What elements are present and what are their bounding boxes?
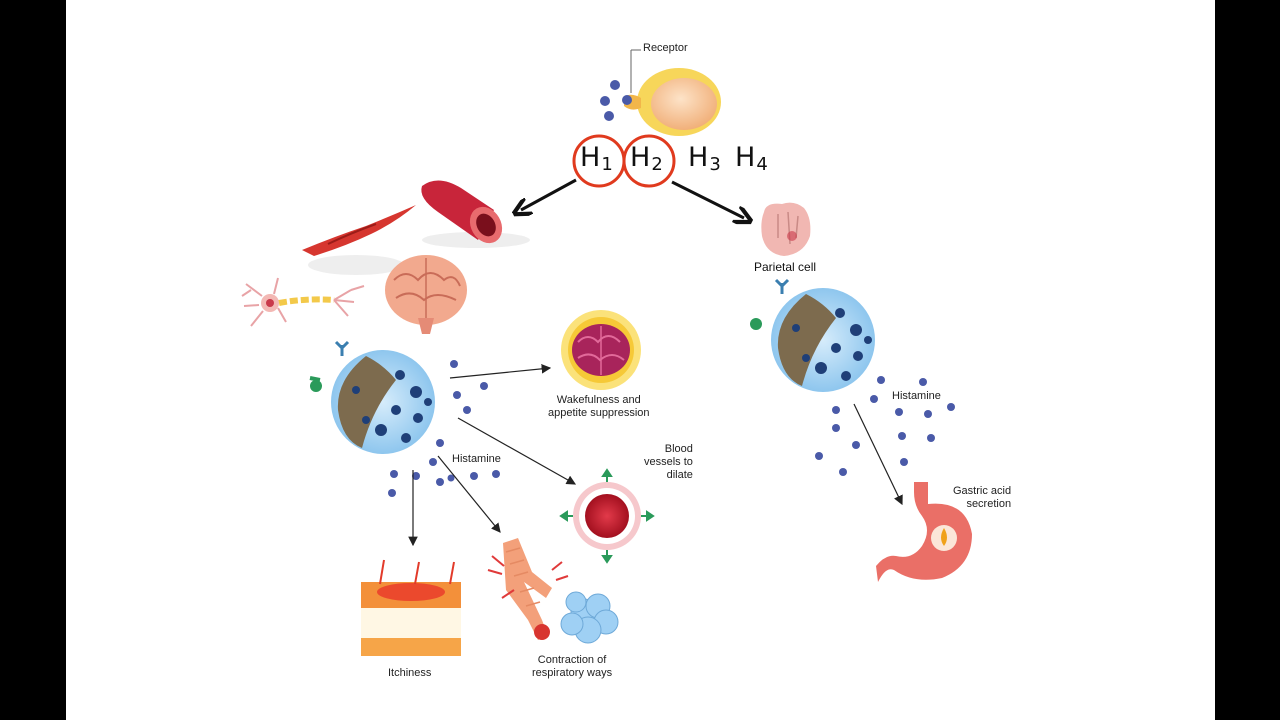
arrow-to-blood-vessels [457,417,577,485]
histamine-label-left: Histamine [452,453,501,465]
itchiness-label: Itchiness [388,667,432,679]
h3-subscript: 3 [709,154,722,175]
smooth-muscle-icon [302,205,416,275]
histamine-dots-left [388,360,500,497]
glowing-brain-icon [561,310,641,390]
mast-cell-left [309,340,435,454]
arrow-to-gastric [853,403,903,506]
parietal-cell-label: Parietal cell [754,260,817,274]
arrow-to-h2-branch [671,180,744,218]
histamine-label-right: Histamine [892,390,941,402]
neuron-icon [241,277,365,327]
arrow-to-h1-branch [521,178,577,210]
dilated-vessel-icon [559,468,655,564]
histamine-dots-right [815,376,955,476]
h2-subscript: 2 [651,154,664,175]
receptor-h1: H1 [580,142,614,175]
receptor-h4: H4 [735,142,769,175]
h2-letter: H [630,142,652,173]
arrow-to-wakefulness [449,364,552,379]
stomach-icon [876,482,972,582]
h3-letter: H [688,142,710,173]
h2-highlight-circle [622,134,676,188]
gastric-acid-label: Gastric acid secretion [953,485,1012,510]
artery-icon [421,180,530,248]
skin-itch-icon [361,559,461,656]
receptor-cell [624,49,721,136]
diagram-svg [241,49,972,656]
respiratory-icon [487,538,619,644]
blood-vessels-label: Blood vessels to dilate [644,443,693,481]
h4-letter: H [735,142,757,173]
h1-letter: H [580,142,602,173]
receptor-label: Receptor [643,42,688,54]
h4-subscript: 4 [756,154,769,175]
h1-subscript: 1 [601,154,614,175]
brain-icon [385,255,467,334]
arrow-to-respiratory [437,455,501,533]
receptor-h3: H3 [688,142,722,175]
parietal-cell-icon [761,202,811,256]
mast-cell-right [750,278,875,392]
contraction-label: Contraction of respiratory ways [532,654,613,679]
wakefulness-label: Wakefulness and appetite suppression [548,394,650,419]
receptor-histamine-dots [600,80,632,121]
receptor-h2: H2 [630,142,664,175]
diagram-canvas: Receptor H1 H2 H3 H4 Parietal cell Hista… [66,0,1215,720]
